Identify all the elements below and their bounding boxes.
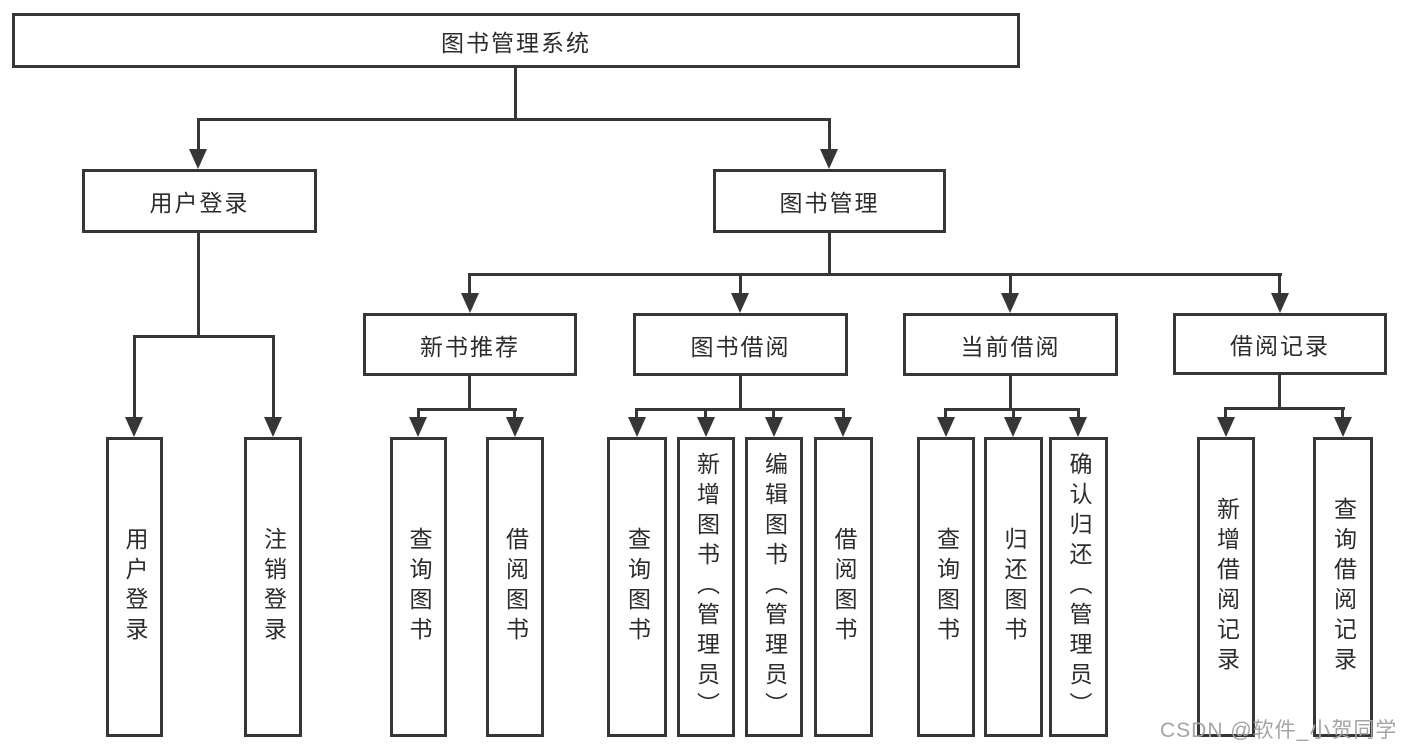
connector-login-stem <box>197 233 200 335</box>
leaf-query-books-1-label: 查询图书 <box>406 527 432 647</box>
connector-login-bar <box>133 335 275 338</box>
connector-drop-new-books <box>468 273 471 295</box>
connector-drop-leaf-logout <box>272 335 275 418</box>
arrow-down-icon <box>765 417 783 437</box>
connector-drop-login <box>197 118 200 151</box>
leaf-query-books-2-label: 查询图书 <box>624 527 651 647</box>
connector-drop <box>635 408 638 419</box>
connector-borrow-records-stem <box>1278 375 1281 407</box>
leaf-confirm-return-admin-label: 确认归还（管理员） <box>1066 452 1092 722</box>
leaf-edit-books-admin-label: 编辑图书（管理员） <box>761 452 788 722</box>
connector-drop <box>1341 407 1344 419</box>
arrow-down-icon <box>834 417 852 437</box>
leaf-query-books-1: 查询图书 <box>390 437 447 737</box>
node-book-borrow: 图书借阅 <box>633 313 848 376</box>
leaf-borrow-books-2: 借阅图书 <box>814 437 873 737</box>
leaf-query-borrow-record: 查询借阅记录 <box>1313 437 1373 737</box>
arrow-down-icon <box>731 293 749 313</box>
connector-drop-borrow-records <box>1278 273 1281 295</box>
arrow-down-icon <box>937 417 955 437</box>
node-borrow-records-label: 借阅记录 <box>1230 333 1330 359</box>
connector-root-bar <box>197 118 831 121</box>
connector-root-stem <box>514 68 517 118</box>
leaf-logout: 注销登录 <box>244 437 302 737</box>
connector-drop <box>417 408 420 419</box>
connector-current-borrow-stem <box>1009 376 1012 408</box>
leaf-add-books-admin: 新增图书（管理员） <box>677 437 735 737</box>
arrow-down-icon <box>189 149 207 169</box>
arrow-down-icon <box>125 417 143 437</box>
leaf-return-books: 归还图书 <box>984 437 1043 737</box>
connector-management-stem <box>828 233 831 273</box>
arrow-down-icon <box>1217 417 1235 437</box>
connector-drop <box>1224 407 1227 419</box>
node-user-login-label: 用户登录 <box>149 190 250 216</box>
connector-drop <box>842 408 845 419</box>
connector-drop-leaf-user-login <box>133 335 136 418</box>
arrow-down-icon <box>1001 293 1019 313</box>
connector-management-bar <box>468 273 1282 276</box>
leaf-edit-books-admin: 编辑图书（管理员） <box>745 437 803 737</box>
leaf-borrow-books-1: 借阅图书 <box>486 437 544 737</box>
leaf-logout-label: 注销登录 <box>260 527 287 647</box>
leaf-add-borrow-record: 新增借阅记录 <box>1197 437 1255 737</box>
leaf-user-login: 用户登录 <box>106 437 163 737</box>
leaf-query-books-3-label: 查询图书 <box>933 527 960 647</box>
node-current-borrow: 当前借阅 <box>903 313 1118 376</box>
connector-drop-current-borrow <box>1009 273 1012 295</box>
node-current-borrow-label: 当前借阅 <box>960 333 1061 360</box>
connector-book-borrow-bar <box>635 408 845 411</box>
node-root: 图书管理系统 <box>12 13 1020 68</box>
arrow-down-icon <box>1334 417 1352 437</box>
arrow-down-icon <box>1271 293 1289 313</box>
connector-borrow-records-bar <box>1224 407 1345 410</box>
arrow-down-icon <box>697 417 715 437</box>
connector-drop <box>704 408 707 419</box>
connector-drop-book-borrow <box>739 273 742 295</box>
connector-drop <box>1077 408 1080 419</box>
node-book-management-label: 图书管理 <box>779 190 880 216</box>
connector-drop <box>513 408 516 419</box>
connector-drop <box>772 408 775 419</box>
arrow-down-icon <box>1004 417 1022 437</box>
leaf-borrow-books-2-label: 借阅图书 <box>831 527 857 647</box>
connector-new-books-bar <box>417 408 517 411</box>
connector-book-borrow-stem <box>739 376 742 408</box>
leaf-borrow-books-1-label: 借阅图书 <box>502 527 529 647</box>
arrow-down-icon <box>461 293 479 313</box>
arrow-down-icon <box>820 149 838 169</box>
node-new-books: 新书推荐 <box>363 313 577 376</box>
leaf-query-books-3: 查询图书 <box>917 437 975 737</box>
node-book-management: 图书管理 <box>713 169 946 233</box>
arrow-down-icon <box>1069 417 1087 437</box>
node-root-label: 图书管理系统 <box>441 29 591 56</box>
csdn-watermark: CSDN @软件_小贺同学 <box>1160 719 1398 742</box>
leaf-return-books-label: 归还图书 <box>1001 527 1027 647</box>
connector-drop <box>944 408 947 419</box>
arrow-down-icon <box>409 417 427 437</box>
node-borrow-records: 借阅记录 <box>1173 313 1387 375</box>
leaf-add-borrow-record-label: 新增借阅记录 <box>1213 497 1240 677</box>
arrow-down-icon <box>628 417 646 437</box>
leaf-query-borrow-record-label: 查询借阅记录 <box>1330 497 1357 677</box>
node-user-login: 用户登录 <box>82 169 317 233</box>
connector-drop-management <box>828 118 831 151</box>
connector-new-books-stem <box>468 376 471 408</box>
arrow-down-icon <box>506 417 524 437</box>
node-book-borrow-label: 图书借阅 <box>690 333 791 360</box>
arrow-down-icon <box>264 417 282 437</box>
node-new-books-label: 新书推荐 <box>420 333 520 360</box>
connector-drop <box>1012 408 1015 419</box>
leaf-query-books-2: 查询图书 <box>607 437 667 737</box>
leaf-user-login-label: 用户登录 <box>122 527 148 647</box>
leaf-confirm-return-admin: 确认归还（管理员） <box>1049 437 1108 737</box>
leaf-add-books-admin-label: 新增图书（管理员） <box>693 452 720 722</box>
